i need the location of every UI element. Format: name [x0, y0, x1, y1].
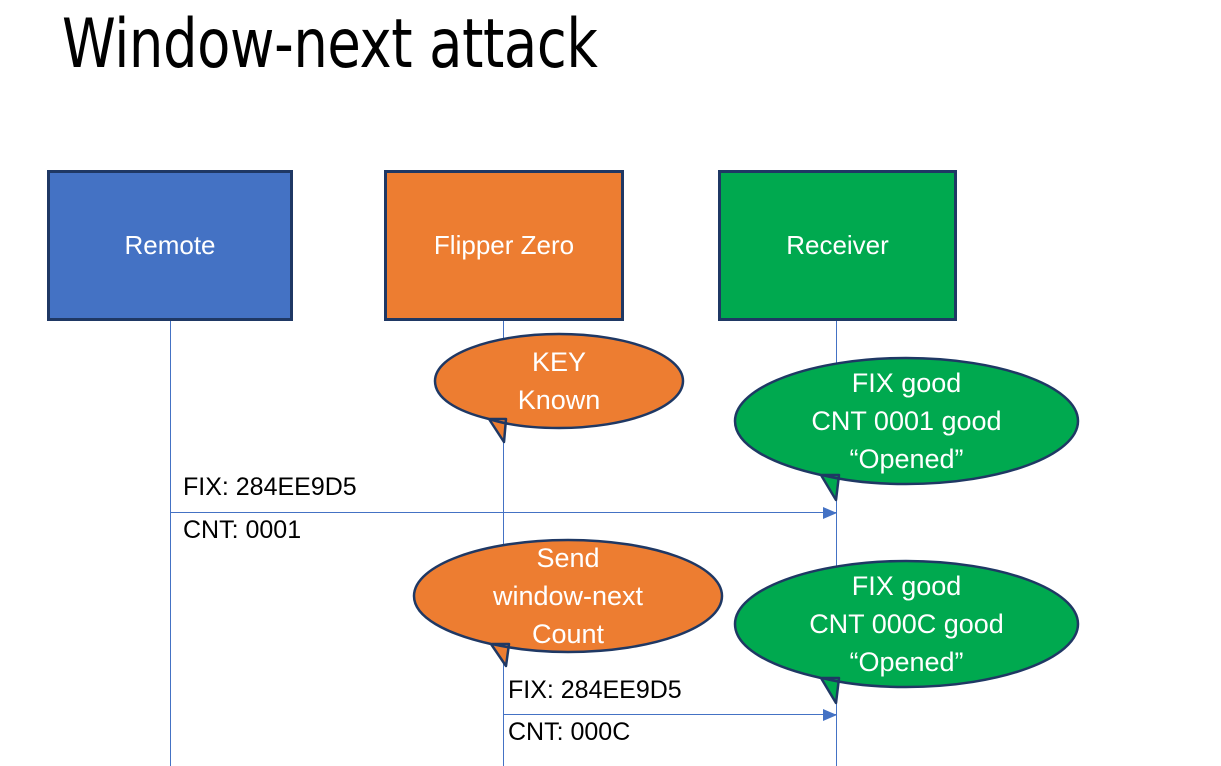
message-2-fix-label: FIX: 284EE9D5 [508, 676, 682, 704]
lifeline-remote [170, 321, 171, 766]
message-2-cnt-label: CNT: 000C [508, 718, 631, 746]
actor-box-flipper[interactable]: Flipper Zero [384, 170, 624, 321]
message-arrow-flipper-to-receiver [503, 709, 837, 721]
lifeline-receiver [836, 321, 837, 766]
callout-receiver-open-2-shape [733, 559, 1080, 705]
callout-send-window-next[interactable]: Send window-next Count [412, 538, 724, 668]
lifeline-flipper [503, 321, 504, 766]
actor-box-receiver[interactable]: Receiver [718, 170, 957, 321]
message-1-cnt-label: CNT: 0001 [183, 516, 302, 544]
callout-receiver-open-1-shape [733, 356, 1080, 502]
callout-receiver-open-2[interactable]: FIX good CNT 000C good “Opened” [733, 559, 1080, 705]
callout-key-known[interactable]: KEY Known [433, 332, 685, 444]
message-1-fix-label: FIX: 284EE9D5 [183, 473, 357, 501]
callout-receiver-open-1[interactable]: FIX good CNT 0001 good “Opened” [733, 356, 1080, 502]
actor-label-remote: Remote [124, 230, 216, 260]
callout-send-window-next-shape [412, 538, 724, 668]
message-arrow-remote-to-receiver [170, 507, 837, 519]
actor-label-receiver: Receiver [786, 230, 889, 260]
callout-key-known-shape [433, 332, 685, 444]
actor-label-flipper: Flipper Zero [433, 230, 575, 260]
page-title: Window-next attack [62, 5, 598, 84]
actor-box-remote[interactable]: Remote [47, 170, 293, 321]
